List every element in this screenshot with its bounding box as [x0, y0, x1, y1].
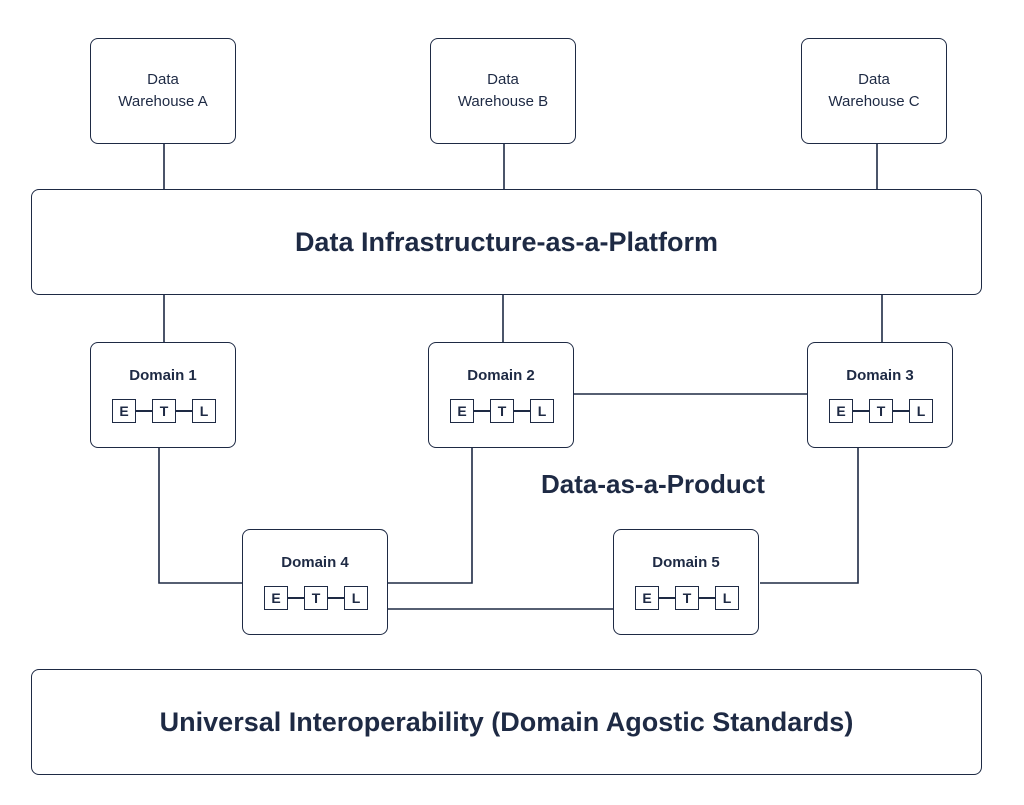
etl-step-transform: T: [490, 399, 514, 423]
domain-title: Domain 2: [467, 367, 535, 384]
etl-step-transform: T: [869, 399, 893, 423]
etl-step-extract: E: [635, 586, 659, 610]
etl-step-load: L: [909, 399, 933, 423]
etl-step-load: L: [344, 586, 368, 610]
platform-band: Data Infrastructure-as-a-Platform: [31, 189, 982, 295]
etl-step-load: L: [715, 586, 739, 610]
etl-pipeline: E T L: [635, 586, 739, 610]
domain-4-node: Domain 4 E T L: [242, 529, 388, 635]
etl-step-extract: E: [112, 399, 136, 423]
domain-title: Domain 5: [652, 554, 720, 571]
domain-title: Domain 4: [281, 554, 349, 571]
etl-pipeline: E T L: [112, 399, 216, 423]
connector-domain-1-domain-4: [158, 448, 242, 584]
etl-step-transform: T: [304, 586, 328, 610]
data-as-a-product-label: Data-as-a-Product: [541, 469, 765, 499]
connector-domain-3-domain-5: [760, 448, 859, 584]
etl-step-transform: T: [675, 586, 699, 610]
etl-pipeline: E T L: [264, 586, 368, 610]
etl-pipeline: E T L: [450, 399, 554, 423]
etl-pipeline: E T L: [829, 399, 933, 423]
domain-5-node: Domain 5 E T L: [613, 529, 759, 635]
etl-step-extract: E: [450, 399, 474, 423]
domain-3-node: Domain 3 E T L: [807, 342, 953, 448]
platform-label: Data Infrastructure-as-a-Platform: [294, 226, 719, 257]
data-warehouse-a: Data Warehouse A: [90, 38, 236, 144]
interoperability-label: Universal Interoperability (Domain Agost…: [159, 706, 854, 737]
connector-domain-2-domain-4: [388, 448, 473, 584]
etl-step-load: L: [192, 399, 216, 423]
domain-title: Domain 3: [846, 367, 914, 384]
data-warehouse-b: Data Warehouse B: [430, 38, 576, 144]
warehouse-c-line-1: Data: [858, 71, 890, 88]
domain-title: Domain 1: [129, 367, 197, 384]
domain-1-node: Domain 1 E T L: [90, 342, 236, 448]
warehouse-b-line-1: Data: [487, 71, 519, 88]
interoperability-band: Universal Interoperability (Domain Agost…: [31, 669, 982, 775]
warehouse-a-line-2: Warehouse A: [118, 93, 208, 110]
warehouse-a-line-1: Data: [147, 71, 179, 88]
etl-step-load: L: [530, 399, 554, 423]
etl-step-extract: E: [264, 586, 288, 610]
etl-step-extract: E: [829, 399, 853, 423]
warehouse-b-line-2: Warehouse B: [457, 93, 549, 110]
warehouse-c-line-2: Warehouse C: [828, 93, 920, 110]
etl-step-transform: T: [152, 399, 176, 423]
data-warehouse-c: Data Warehouse C: [801, 38, 947, 144]
domain-2-node: Domain 2 E T L: [428, 342, 574, 448]
